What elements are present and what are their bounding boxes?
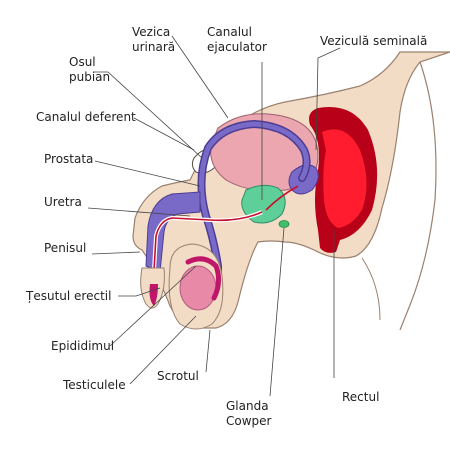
label-canalul-deferent: Canalul deferent (36, 110, 136, 124)
cowper-gland (278, 220, 290, 228)
vas-deferens-inner (198, 121, 310, 303)
epididymis (185, 256, 222, 301)
label-scrotul: Scrotul (157, 369, 199, 383)
label-vezica-line2: urinară (132, 40, 175, 54)
label-glanda-cowper-line1: Glanda (226, 399, 269, 413)
label-osul-pubian-line1: Osul (69, 55, 96, 69)
label-osul-pubian-line2: pubian (69, 70, 110, 84)
label-vezicula-seminala: Veziculă seminală (320, 34, 427, 48)
label-tesutul-erectil: Țesutul erectil (25, 289, 111, 303)
buttock-outline (399, 61, 437, 331)
urethra-line (151, 211, 263, 307)
label-glanda-cowper-line2: Cowper (226, 414, 272, 428)
label-canalul-ejaculator-line2: ejaculator (207, 40, 267, 54)
label-uretra: Uretra (44, 195, 82, 209)
leader-lines (87, 35, 341, 397)
label-epididimul: Epididimul (51, 339, 114, 353)
label-vezica-line1: Vezica (132, 25, 170, 39)
label-penisul: Penisul (44, 241, 86, 255)
label-testiculele: Testiculele (62, 378, 126, 392)
label-rectul: Rectul (342, 390, 379, 404)
testis (179, 265, 217, 311)
ejaculatory-duct (265, 185, 299, 211)
rectum-lumen (322, 129, 367, 228)
label-canalul-ejaculator-line1: Canalul (207, 25, 252, 39)
label-prostata: Prostata (44, 152, 93, 166)
perineum-outline (361, 257, 381, 321)
